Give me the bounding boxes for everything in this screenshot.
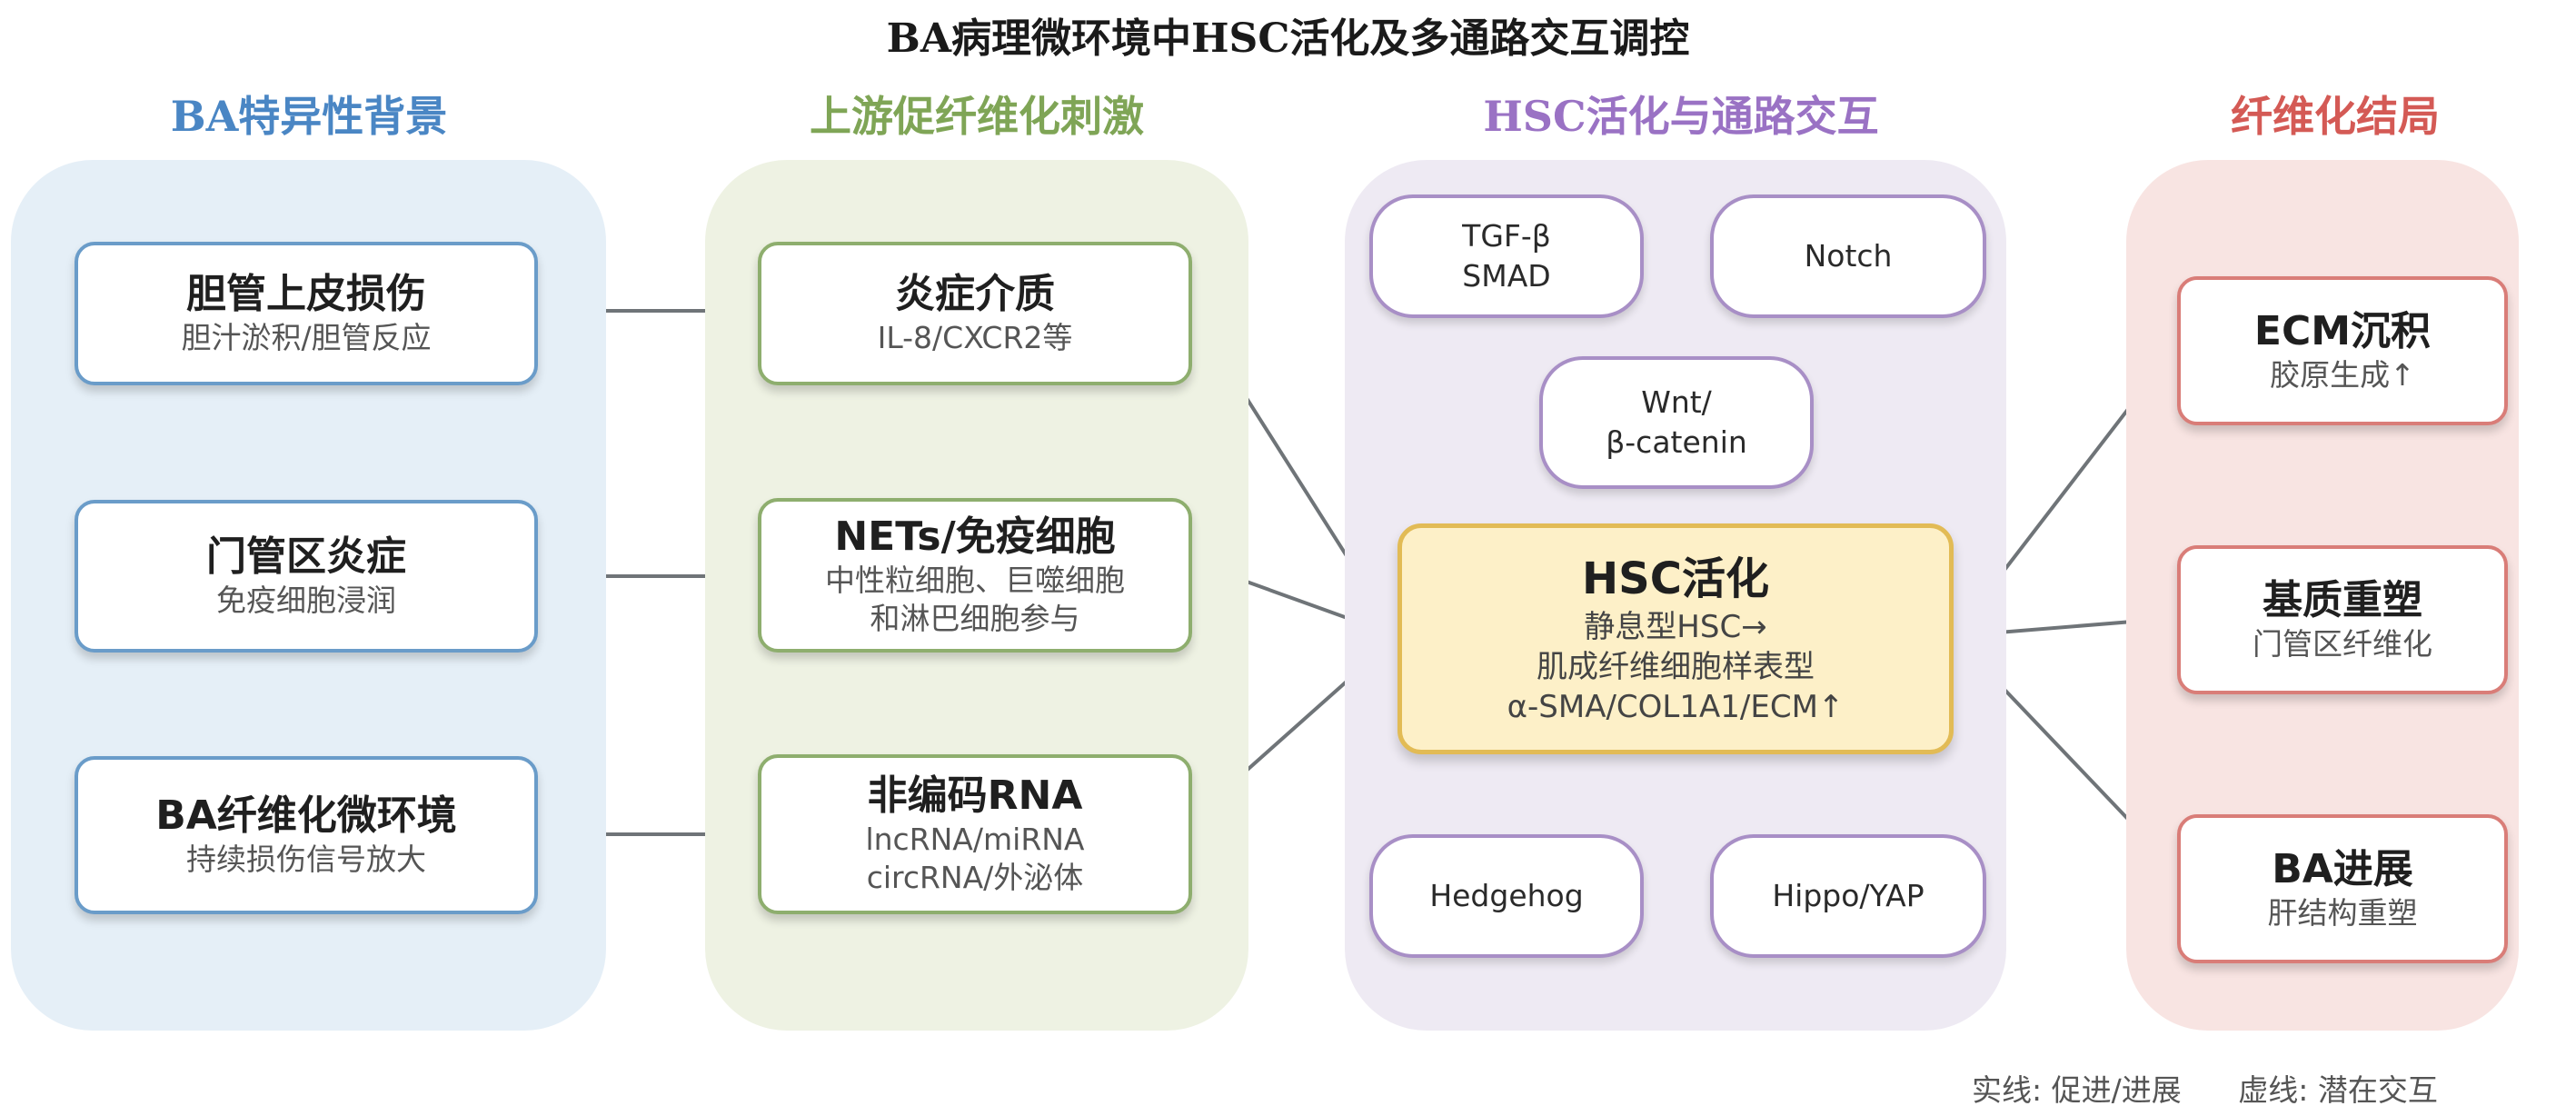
legend: 实线: 促进/进展 虚线: 潜在交互	[1972, 1066, 2485, 1110]
box-subtitle: 胶原生成↑	[2270, 357, 2415, 393]
box-ba-progression: BA进展 肝结构重塑	[2177, 814, 2508, 963]
box-subtitle: 门管区纤维化	[2253, 626, 2432, 662]
box-title: 基质重塑	[2263, 577, 2422, 623]
pathway-label: Hippo/YAP	[1772, 878, 1925, 913]
hsc-activation-box: HSC活化 静息型HSC→ 肌成纤维细胞样表型 α-SMA/COL1A1/ECM…	[1397, 523, 1954, 754]
box-ba-fibrosis-microenvironment: BA纤维化微环境 持续损伤信号放大	[75, 756, 538, 914]
box-subtitle: 持续损伤信号放大	[186, 842, 426, 877]
hsc-line-3: α-SMA/COL1A1/ECM↑	[1507, 689, 1845, 725]
hsc-line-2: 肌成纤维细胞样表型	[1537, 649, 1815, 685]
box-matrix-remodeling: 基质重塑 门管区纤维化	[2177, 545, 2508, 694]
box-subtitle-2: circRNA/外泌体	[866, 860, 1084, 895]
box-subtitle: 免疫细胞浸润	[216, 583, 396, 618]
column-heading-background: BA特异性背景	[170, 92, 448, 141]
box-subtitle: IL-8/CXCR2等	[877, 320, 1073, 355]
box-inflammatory-mediators: 炎症介质 IL-8/CXCR2等	[758, 242, 1192, 385]
column-heading-upstream: 上游促纤维化刺激	[810, 92, 1144, 141]
box-subtitle: lncRNA/miRNA	[865, 822, 1085, 857]
box-subtitle: 胆汁淤积/胆管反应	[181, 320, 432, 355]
legend-solid: 实线: 促进/进展	[1972, 1072, 2182, 1108]
page-title: BA病理微环境中HSC活化及多通路交互调控	[886, 15, 1690, 62]
box-title: 胆管上皮损伤	[186, 271, 426, 317]
pathway-label: Hedgehog	[1429, 878, 1584, 913]
pathway-label: TGF-β	[1462, 218, 1551, 254]
box-title: BA纤维化微环境	[155, 792, 457, 839]
box-title: NETs/免疫细胞	[834, 513, 1116, 560]
box-title: BA进展	[2272, 846, 2413, 892]
box-title: 炎症介质	[895, 271, 1055, 317]
pathway-hedgehog: Hedgehog	[1369, 834, 1644, 958]
box-subtitle: 肝结构重塑	[2267, 895, 2418, 931]
hsc-line-1: 静息型HSC→	[1584, 609, 1767, 645]
box-portal-inflammation: 门管区炎症 免疫细胞浸润	[75, 500, 538, 653]
pathway-label-2: SMAD	[1462, 258, 1551, 294]
box-subtitle-2: 和淋巴细胞参与	[870, 601, 1080, 636]
pathway-wnt-beta-catenin: Wnt/ β-catenin	[1539, 356, 1814, 489]
box-subtitle: 中性粒细胞、巨噬细胞	[825, 563, 1125, 598]
box-title: 门管区炎症	[206, 533, 406, 580]
column-heading-hsc: HSC活化与通路交互	[1483, 92, 1879, 141]
column-heading-outcome: 纤维化结局	[2231, 92, 2440, 141]
box-nets-immune-cells: NETs/免疫细胞 中性粒细胞、巨噬细胞 和淋巴细胞参与	[758, 498, 1192, 653]
box-noncoding-rna: 非编码RNA lncRNA/miRNA circRNA/外泌体	[758, 754, 1192, 914]
pathway-hippo-yap: Hippo/YAP	[1710, 834, 1986, 958]
pathway-label-2: β-catenin	[1606, 424, 1747, 460]
box-title: 非编码RNA	[867, 772, 1083, 819]
pathway-label: Notch	[1804, 238, 1893, 274]
box-ecm-deposition: ECM沉积 胶原生成↑	[2177, 276, 2508, 425]
box-bile-duct-injury: 胆管上皮损伤 胆汁淤积/胆管反应	[75, 242, 538, 385]
legend-dashed: 虚线: 潜在交互	[2238, 1072, 2438, 1108]
hsc-title: HSC活化	[1582, 553, 1769, 604]
pathway-label: Wnt/	[1641, 384, 1712, 420]
pathway-tgf-beta-smad: TGF-β SMAD	[1369, 194, 1644, 318]
box-title: ECM沉积	[2253, 308, 2432, 354]
pathway-notch: Notch	[1710, 194, 1986, 318]
